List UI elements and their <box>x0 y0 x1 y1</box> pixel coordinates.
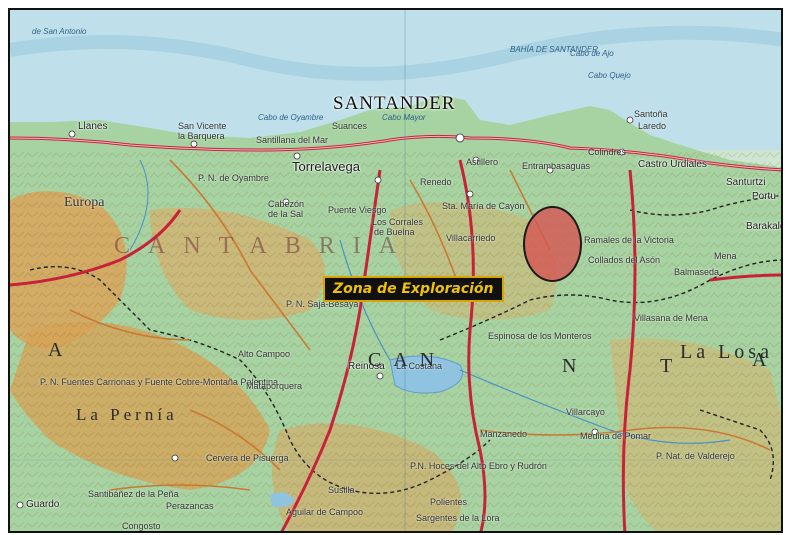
label-perazancas: Perazancas <box>166 501 214 511</box>
label-mena: Mena <box>714 251 737 261</box>
exploration-zone-marker[interactable] <box>523 206 582 282</box>
label-t1: T <box>660 355 677 377</box>
label-guardo: Guardo <box>26 499 60 510</box>
label-susilla: Susilla <box>328 485 355 495</box>
label-saja-besaya: P. N. Saja-Besaya <box>286 299 359 309</box>
label-europa: Europa <box>64 195 105 210</box>
label-sta-maria: Sta. María de Cayón <box>442 201 525 211</box>
label-la-costana: La Costana <box>396 361 443 371</box>
label-puente-viesgo: Puente Viesgo <box>328 205 387 215</box>
label-santona: Santoña <box>634 109 668 119</box>
label-reinosa: Reinosa <box>348 361 385 372</box>
label-congosto: Congosto <box>122 521 161 531</box>
label-a2: A <box>752 349 771 371</box>
label-entrambasaguas: Entrambasaguas <box>522 161 591 171</box>
label-laredo: Laredo <box>638 121 667 131</box>
label-collados: Collados del Asón <box>588 255 661 265</box>
label-bahia: BAHÍA DE SANTANDER <box>510 45 599 54</box>
label-aguilar: Aguilar de Campoo <box>286 507 364 517</box>
label-llanes: Llanes <box>78 121 108 132</box>
secondary-roads <box>69 159 771 491</box>
label-barakaldo: Barakaldo <box>746 221 781 232</box>
label-de-la-sal: de la Sal <box>268 209 304 219</box>
label-suances: Suances <box>332 121 368 131</box>
label-de-san-antonio: de San Antonio <box>32 27 87 36</box>
label-portugalete: Portu <box>752 191 776 202</box>
label-ramales: Ramales de la Victoria <box>584 235 674 245</box>
label-mataporquera: Mataporquera <box>246 381 303 391</box>
label-la-losa: La Losa <box>680 341 773 363</box>
label-cabo-mayor: Cabo Mayor <box>382 113 426 122</box>
label-villacarriedo: Villacarriedo <box>446 233 496 243</box>
label-santibanez: Santibáñez de la Peña <box>88 489 179 499</box>
label-polientes: Polientes <box>430 497 468 507</box>
label-colindres: Colindres <box>588 147 627 157</box>
label-santander: SANTANDER <box>333 93 456 114</box>
label-n1: N <box>562 355 581 377</box>
label-sargentes: Sargentes de la Lora <box>416 513 500 523</box>
terrain-map <box>10 10 781 531</box>
label-santillana: Santillana del Mar <box>256 135 329 145</box>
label-can: C A N <box>368 349 439 371</box>
exploration-zone-callout: Zona de Exploración <box>323 276 504 302</box>
map-frame: SANTANDER de San Antonio Cabo de Oyambre… <box>8 8 783 533</box>
label-manzanedo: Manzanedo <box>480 429 528 439</box>
label-cervera: Cervera de Pisuerga <box>206 453 289 463</box>
label-a1: A <box>48 339 67 361</box>
label-san-vicente: San Vicente <box>178 121 227 131</box>
label-castro-urdiales: Castro Urdiales <box>638 159 707 170</box>
label-fuentes-carrionas: P. N. Fuentes Carrionas y Fuente Cobre-M… <box>40 377 278 387</box>
label-villasana: Villasana de Mena <box>634 313 708 323</box>
label-alto-campoo: Alto Campoo <box>238 349 291 359</box>
reservoir <box>389 355 463 394</box>
label-cabezon: Cabezón <box>268 199 305 209</box>
label-espinosa: Espinosa de los Monteros <box>488 331 592 341</box>
label-torrelavega: Torrelavega <box>292 159 360 174</box>
label-hoces: P.N. Hoces del Alto Ebro y Rudrón <box>410 461 547 471</box>
label-cabo-ajo: Cabo de Ajo <box>570 49 614 58</box>
province-boundary <box>29 265 491 494</box>
label-la-pernia: La Pernía <box>76 405 178 424</box>
label-villarcayo: Villarcayo <box>566 407 605 417</box>
label-la-barquera: la Barquera <box>178 131 225 141</box>
label-cabo-quejo: Cabo Quejo <box>588 71 631 80</box>
label-los-corrales: Los Corrales <box>372 217 424 227</box>
label-medina: Medina de Pomar <box>580 431 652 441</box>
label-cabo-oyambre: Cabo de Oyambre <box>258 113 324 122</box>
town-markers <box>16 116 634 509</box>
label-pn-oyambre: P. N. de Oyambre <box>198 173 269 183</box>
label-astillero: Astillero <box>466 157 499 167</box>
label-cantabria: CANTABRIA <box>114 233 415 259</box>
label-renedo: Renedo <box>420 177 452 187</box>
label-de-buelna: de Buelna <box>374 227 415 237</box>
label-valderejo: P. Nat. de Valderejo <box>656 451 735 461</box>
label-balmaseda: Balmaseda <box>674 267 720 277</box>
label-santurtzi: Santurtzi <box>726 177 766 188</box>
